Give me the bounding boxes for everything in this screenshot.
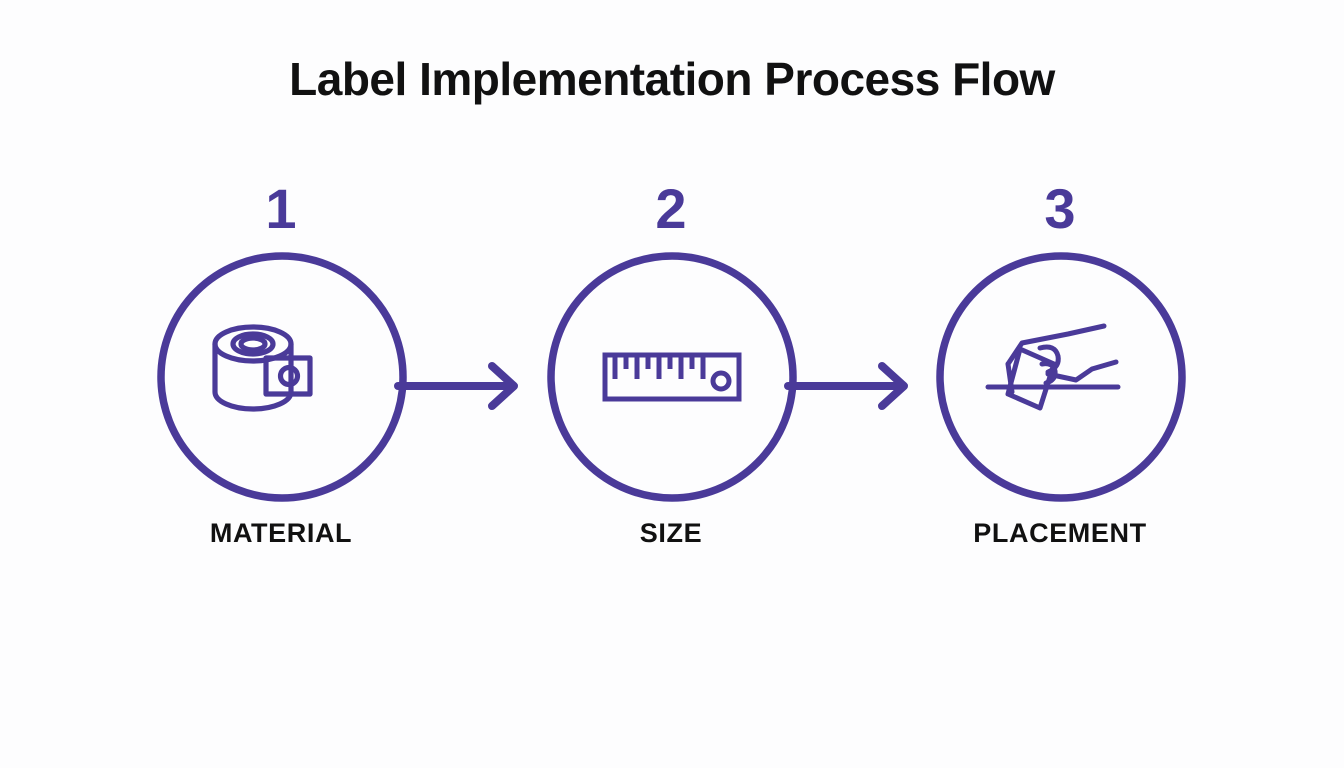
step-circle-2[interactable] (547, 252, 797, 502)
process-step-3[interactable]: 3 (910, 180, 1210, 600)
step-circle-3[interactable] (936, 252, 1186, 502)
hand-placing-label-icon (985, 323, 1121, 411)
step-number-3: 3 (1044, 177, 1076, 240)
page-title: Label Implementation Process Flow (289, 53, 1055, 105)
tape-roll-icon (212, 324, 313, 412)
circle-outline-2 (547, 252, 797, 502)
process-step-2[interactable]: 2 (521, 180, 821, 600)
step-number-1: 1 (265, 177, 297, 240)
step-label-1: MATERIAL (209, 518, 353, 548)
step-label-2: SIZE (639, 518, 703, 548)
step-circle-1[interactable] (157, 252, 407, 502)
arrow-head-icon (878, 362, 908, 410)
step-label-3: PLACEMENT (973, 518, 1147, 548)
ruler-icon (602, 352, 742, 402)
process-step-1[interactable]: 1 (131, 180, 431, 600)
circle-outline-1 (157, 252, 407, 502)
circle-outline-3 (936, 252, 1186, 502)
step-number-2: 2 (655, 177, 687, 240)
arrow-head-icon (488, 362, 518, 410)
arrow-step-1-to-2 (394, 358, 536, 414)
arrow-step-2-to-3 (784, 358, 926, 414)
